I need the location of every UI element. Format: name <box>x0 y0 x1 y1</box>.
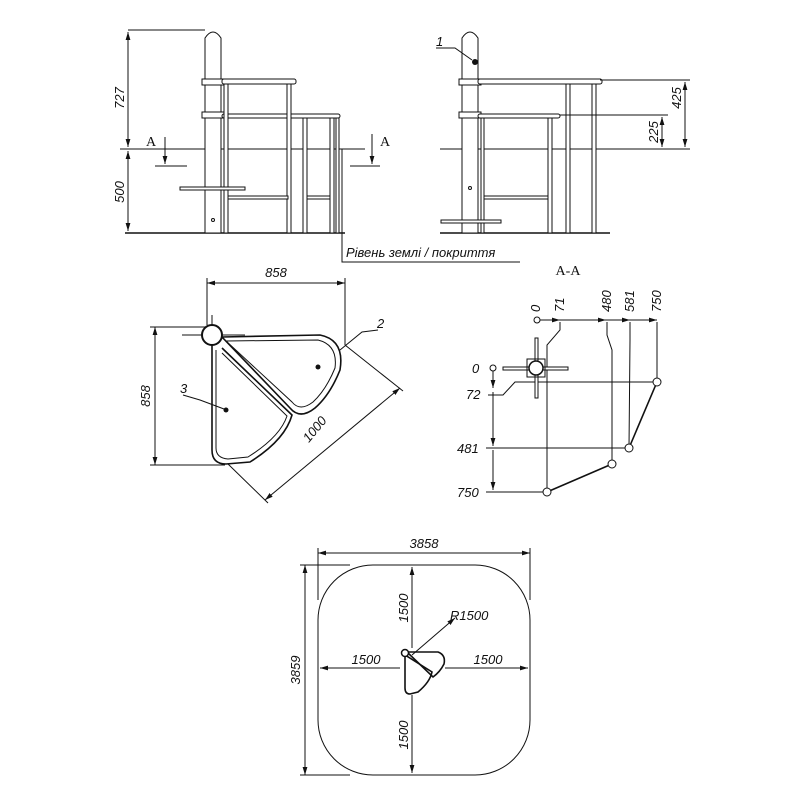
front-elevation: 727 500 A A Рівень землі / покриття <box>112 29 520 263</box>
x-label: 750 <box>649 290 664 312</box>
dim-727: 727 <box>112 86 127 108</box>
equipment-footprint <box>404 653 433 695</box>
callout-1: 1 <box>436 34 443 49</box>
safety-zone <box>317 564 531 776</box>
x-label: 71 <box>552 298 567 312</box>
seat-frame-2 <box>220 334 342 415</box>
dim-858-width: 858 <box>265 265 287 280</box>
dim-225: 225 <box>646 120 661 143</box>
dim-500: 500 <box>112 180 127 202</box>
section-aa: A-A 0 71 480 581 750 0 72 481 750 <box>457 264 664 500</box>
dim-1500-right: 1500 <box>474 652 504 667</box>
y-label: 0 <box>472 361 480 376</box>
clamp <box>201 78 225 86</box>
x-label: 581 <box>622 290 637 312</box>
side-elevation: 1 425 225 <box>436 31 690 234</box>
callout-2: 2 <box>376 316 385 331</box>
radius-label: R1500 <box>450 608 489 623</box>
x-label: 480 <box>599 290 614 312</box>
callout-3: 3 <box>180 381 188 396</box>
dim-1500-bottom: 1500 <box>396 720 411 750</box>
clamp <box>201 111 225 119</box>
y-label: 481 <box>457 441 479 456</box>
seat-frame-3 <box>211 345 293 465</box>
upper-rail <box>221 78 297 85</box>
dim-425: 425 <box>669 86 684 108</box>
callout-marker <box>472 59 478 65</box>
pipe-section <box>628 381 658 449</box>
plan-view: 858 858 1000 2 3 <box>138 265 404 504</box>
post-plan <box>201 324 223 346</box>
dim-3859: 3859 <box>288 656 303 685</box>
dim-858-depth: 858 <box>138 384 153 406</box>
dim-1000: 1000 <box>300 413 331 445</box>
post <box>204 31 222 234</box>
pipe-section <box>546 463 613 493</box>
section-title: A-A <box>556 264 582 279</box>
section-mark-a: A <box>380 135 391 150</box>
dim-1500-top: 1500 <box>396 593 411 623</box>
x-label: 0 <box>528 304 543 312</box>
lower-rail <box>221 113 341 119</box>
dim-3858: 3858 <box>410 536 440 551</box>
y-label: 750 <box>457 485 479 500</box>
site-plan: 3858 3859 1500 1500 1500 1500 R1500 <box>288 536 531 776</box>
ground-label: Рівень землі / покриття <box>346 245 495 260</box>
y-label: 72 <box>466 387 481 402</box>
section-mark-a: A <box>146 135 157 150</box>
dim-1500-left: 1500 <box>352 652 382 667</box>
